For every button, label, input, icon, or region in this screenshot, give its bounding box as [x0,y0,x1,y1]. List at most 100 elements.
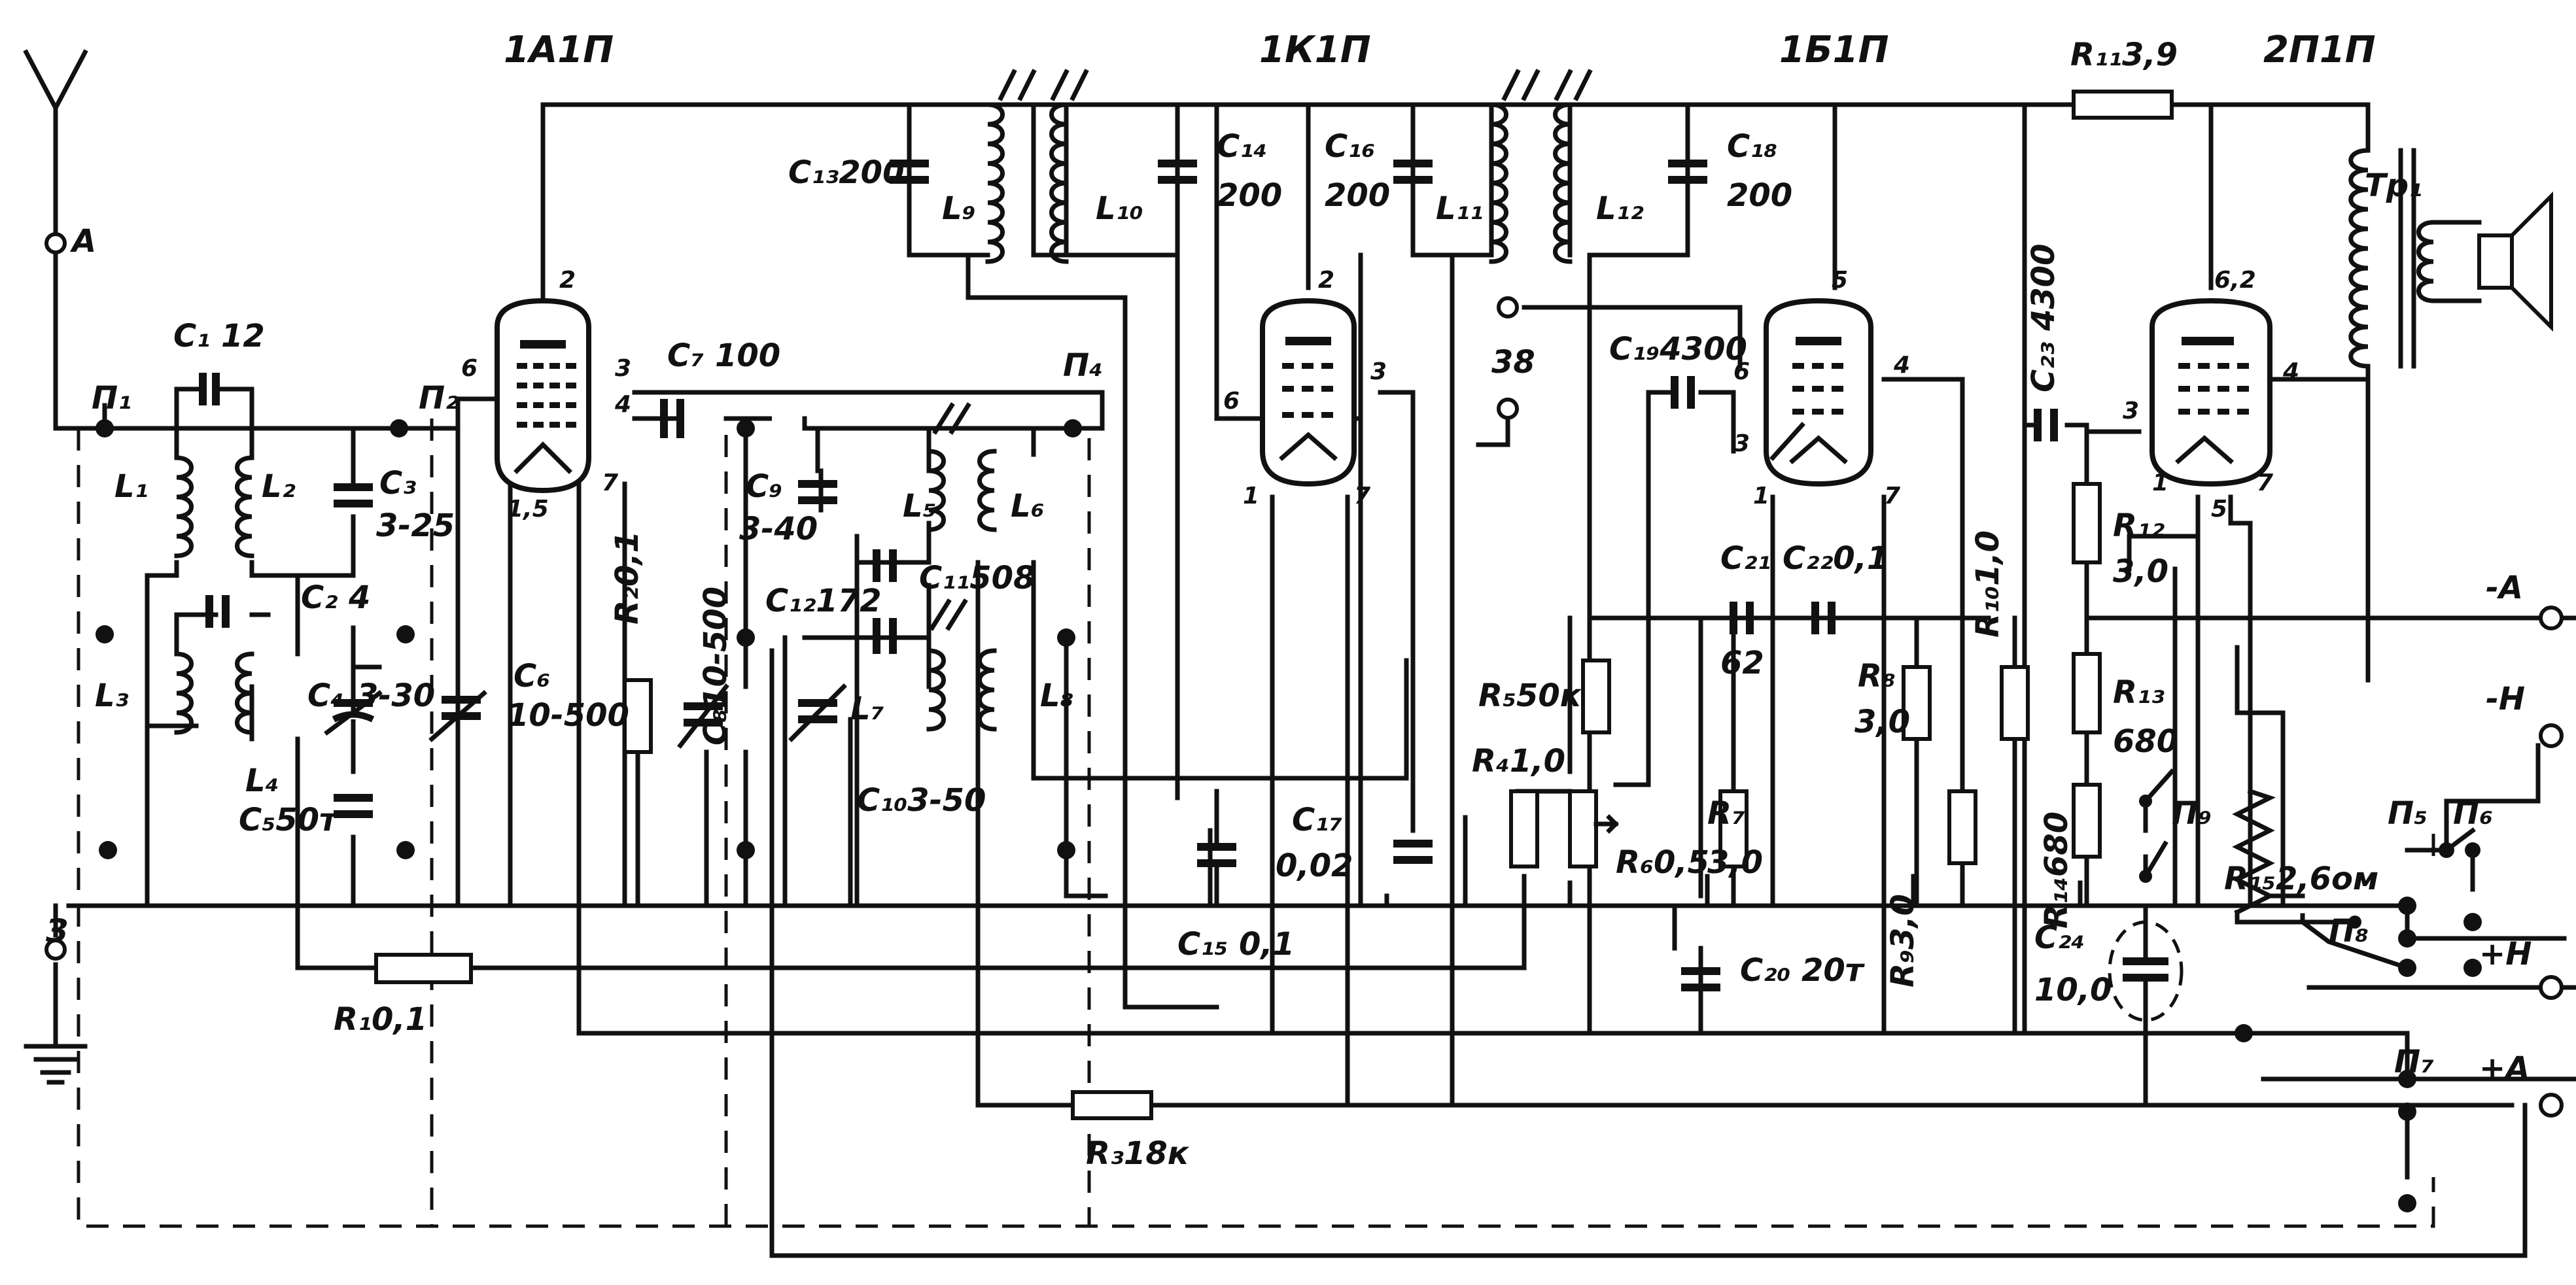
svg-text:З: З [45,913,68,950]
svg-text:L₃: L₃ [95,677,129,714]
svg-text:1,5: 1,5 [507,496,549,523]
svg-text:L₁₂: L₁₂ [1596,190,1644,227]
svg-text:C₁₇: C₁₇ [1292,802,1342,838]
svg-text:3-30: 3-30 [357,677,435,714]
svg-text:C₂ 4: C₂ 4 [301,579,370,616]
tube-label-1b1p: 1Б1П [1779,29,1888,71]
svg-text:R₂0,1: R₂0,1 [609,531,646,625]
speaker-icon [2477,191,2553,332]
svg-text:5: 5 [2211,496,2227,523]
svg-text:7: 7 [602,470,618,496]
svg-text:4: 4 [614,391,631,418]
svg-text:6: 6 [1733,358,1750,385]
svg-text:C₁ 12: C₁ 12 [173,318,265,354]
svg-text:C₁₃200: C₁₃200 [788,154,904,191]
svg-text:38: 38 [1491,344,1535,381]
resistors [374,90,2411,1120]
svg-text:R₁₀1,0: R₁₀1,0 [1970,530,2006,638]
output-transformer [2398,148,2416,369]
svg-text:C₈10-500: C₈10-500 [697,587,734,745]
svg-text:П₆: П₆ [2453,795,2493,832]
svg-text:1: 1 [2152,470,2168,496]
chassis-dashed-frame [77,419,2435,1228]
svg-text:4: 4 [2282,358,2299,385]
svg-text:R₇: R₇ [1707,795,1745,832]
svg-text:R₃18к: R₃18к [1086,1135,1190,1172]
svg-text:R₁₃: R₁₃ [2113,674,2165,711]
svg-text:6: 6 [461,355,478,382]
svg-text:3-25: 3-25 [376,507,455,544]
svg-text:C₁₅ 0,1: C₁₅ 0,1 [1177,926,1295,963]
svg-text:L₆: L₆ [1011,488,1045,524]
svg-text:L₂: L₂ [262,468,296,505]
svg-text:0,02: 0,02 [1276,848,1353,884]
svg-text:L₅: L₅ [903,488,937,524]
svg-text:П₁: П₁ [92,380,131,417]
tube-label-1a1p: 1А1П [504,29,614,71]
svg-text:C₁₉4300: C₁₉4300 [1609,331,1747,368]
svg-text:4: 4 [1893,352,1910,379]
svg-text:L₇: L₇ [850,691,884,727]
svg-text:3: 3 [1733,430,1750,457]
tube-labels: 1А1П 1К1П 1Б1П 2П1П [504,29,2376,71]
svg-text:L₁: L₁ [114,468,148,505]
tube-1k1p [1260,298,1357,487]
svg-text:П₇: П₇ [2394,1044,2434,1080]
svg-text:П₈: П₈ [2329,913,2369,950]
svg-text:П₅: П₅ [2388,795,2428,832]
svg-text:R₁0,1: R₁0,1 [334,1001,427,1038]
coils [174,102,2482,735]
svg-text:R₁₅2,6ом: R₁₅2,6ом [2224,861,2378,897]
svg-text:5: 5 [1832,267,1848,294]
antenna-icon [23,49,88,113]
svg-text:+Н: +Н [2479,936,2532,972]
svg-text:3: 3 [1370,358,1387,385]
svg-text:C₂₀ 20т: C₂₀ 20т [1740,952,1866,989]
svg-text:R₆0,5: R₆0,5 [1616,844,1709,881]
svg-text:3,0: 3,0 [1854,704,1910,740]
svg-text:R₈: R₈ [1858,658,1896,694]
svg-text:62: 62 [1720,645,1764,681]
svg-text:C₁₆: C₁₆ [1325,128,1375,165]
svg-text:3,0: 3,0 [2113,553,2168,590]
svg-text:3,0: 3,0 [1707,844,1763,881]
svg-text:7: 7 [1884,483,1900,509]
tube-2p1p [2150,298,2272,487]
svg-text:А: А [69,223,96,260]
svg-text:C₅50т: C₅50т [239,802,339,838]
component-labels: А З П₁ П₂ П₄ П₅ П₆ П₇ П₈ П₉ C₁ 12 C₂ 4 C… [45,37,2532,1172]
svg-text:3: 3 [615,355,631,382]
terminals [44,232,2564,1118]
capacitors [174,160,2184,1108]
svg-text:C₁₄: C₁₄ [1217,128,1267,165]
svg-text:6,2: 6,2 [2214,267,2256,294]
switches [2139,768,2480,883]
svg-text:П₄: П₄ [1063,347,1103,384]
svg-text:-А: -А [2486,570,2523,606]
svg-text:C₁₈: C₁₈ [1727,128,1777,165]
svg-text:C₄: C₄ [307,677,344,714]
svg-text:C₉: C₉ [746,468,782,505]
svg-text:C₂₂0,1: C₂₂0,1 [1783,540,1888,577]
ground-icon [24,1044,88,1085]
svg-text:680: 680 [2113,723,2178,760]
svg-text:П₂: П₂ [419,380,459,417]
svg-text:L₄: L₄ [245,762,279,799]
svg-text:+А: +А [2479,1050,2530,1087]
svg-text:7: 7 [2257,470,2273,496]
svg-text:C₆: C₆ [513,658,550,694]
svg-text:C₂₁: C₂₁ [1720,540,1771,577]
svg-text:2: 2 [1318,267,1334,294]
svg-text:6: 6 [1223,388,1240,415]
svg-text:3: 3 [2123,398,2139,424]
svg-text:П₉: П₉ [2172,795,2212,832]
svg-text:L₁₀: L₁₀ [1096,190,1143,227]
svg-text:C₁₂172: C₁₂172 [765,583,881,619]
svg-text:R₉3,0: R₉3,0 [1885,894,1921,987]
svg-text:200: 200 [1217,177,1282,214]
svg-text:L₈: L₈ [1040,677,1074,714]
svg-text:R₁₁3,9: R₁₁3,9 [2070,37,2178,73]
tuning-arrows [929,69,1593,631]
svg-text:Tр₁: Tр₁ [2365,167,2422,204]
